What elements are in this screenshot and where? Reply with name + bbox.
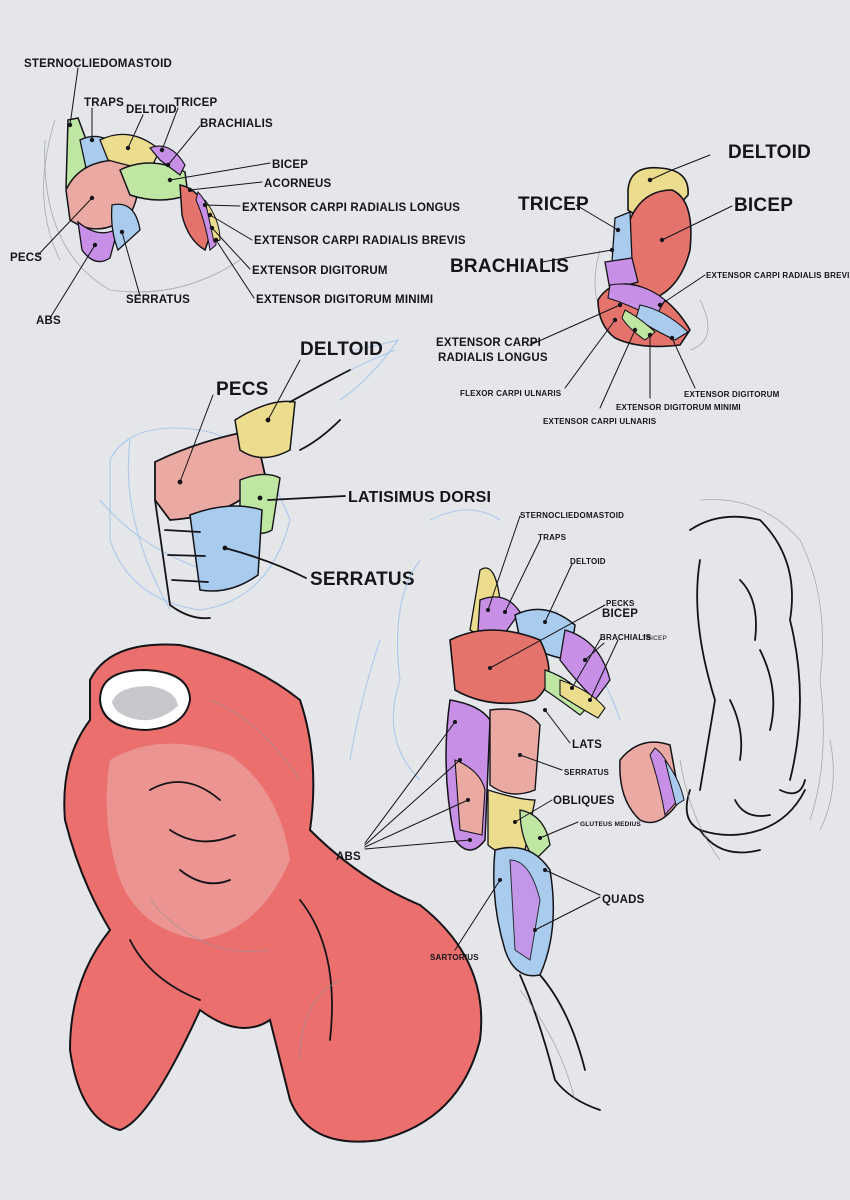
label-sternocliedomastoid: STERNOCLIEDOMASTOID bbox=[520, 511, 624, 520]
label-serratus: SERRATUS bbox=[310, 569, 415, 590]
label-deltoid: DELTOID bbox=[300, 339, 383, 360]
figure-full-body: STERNOCLIEDOMASTOID TRAPS DELTOID PECKS … bbox=[336, 509, 667, 1111]
label-ext-digitorum-minimi: EXTENSOR DIGITORUM MINIMI bbox=[616, 403, 741, 412]
label-ecr-longus-2: RADIALIS LONGUS bbox=[438, 352, 548, 364]
deltoid-shape bbox=[99, 133, 161, 171]
label-ecr-longus-1: EXTENSOR CARPI bbox=[436, 337, 541, 349]
label-ext-carpi-ulnaris: EXTENSOR CARPI ULNARIS bbox=[543, 417, 657, 426]
label-bicep: BICEP bbox=[734, 195, 793, 216]
quads-inner bbox=[509, 859, 541, 961]
label-ecr-brevis: EXTENSOR CARPI RADIALIS BREVIS bbox=[706, 271, 850, 280]
label-serratus: SERRATUS bbox=[126, 294, 190, 306]
abs-shape bbox=[77, 220, 120, 263]
label-bicep: BICEP bbox=[602, 608, 638, 620]
gluteus-shape bbox=[519, 809, 551, 861]
figure-red-torso bbox=[63, 643, 483, 1143]
label-tricep: TRICEP bbox=[642, 635, 667, 642]
label-tricep: TRICEP bbox=[518, 194, 589, 215]
deltoid-shape bbox=[234, 400, 296, 459]
label-deltoid: DELTOID bbox=[570, 557, 606, 566]
neck-ring-inner bbox=[112, 686, 178, 721]
label-brachialis: BRACHIALIS bbox=[450, 256, 569, 277]
label-flexor-carpi-ulnaris: FLEXOR CARPI ULNARIS bbox=[460, 389, 562, 398]
forearm-green bbox=[621, 309, 656, 341]
label-tricep: TRICEP bbox=[174, 97, 217, 109]
small-arm-strip bbox=[649, 747, 679, 817]
label-quads: QUADS bbox=[602, 894, 645, 906]
figure-lineart-arm bbox=[619, 499, 834, 861]
label-ext-digitorum: EXTENSOR DIGITORUM bbox=[252, 265, 388, 277]
label-abs: ABS bbox=[336, 851, 361, 863]
label-sternocliedomastoid: STERNOCLIEDOMASTOID bbox=[24, 58, 172, 70]
label-serratus: SERRATUS bbox=[564, 768, 609, 777]
tricep-shape bbox=[611, 211, 633, 263]
serratus-shape bbox=[489, 708, 541, 795]
figure-side-torso: DELTOID PECS LATISIMUS DORSI SERRATUS bbox=[99, 339, 491, 620]
label-bicep: BICEP bbox=[272, 159, 308, 171]
figure-arm: DELTOID TRICEP BICEP BRACHIALIS EXTENSOR… bbox=[436, 142, 850, 426]
label-deltoid: DELTOID bbox=[126, 104, 177, 116]
label-brachialis: BRACHIALIS bbox=[600, 633, 652, 642]
label-traps: TRAPS bbox=[84, 97, 124, 109]
label-traps: TRAPS bbox=[538, 533, 567, 542]
label-sartorius: SARTORIUS bbox=[430, 953, 479, 962]
tricep-shape bbox=[149, 145, 186, 176]
ribcage-outline bbox=[154, 499, 211, 620]
label-ext-digitorum: EXTENSOR DIGITORUM bbox=[684, 390, 780, 399]
label-ecr-longus: EXTENSOR CARPI RADIALIS LONGUS bbox=[242, 202, 460, 214]
small-arm-strip-2 bbox=[664, 759, 685, 806]
abs-lower bbox=[454, 759, 486, 836]
forearm-shape bbox=[179, 184, 213, 252]
figure-shoulder-torso: STERNOCLIEDOMASTOID TRAPS DELTOID TRICEP… bbox=[10, 58, 466, 327]
upper-arm-outline bbox=[289, 369, 351, 451]
label-gluteus-medius: GLUTEUS MEDIUS bbox=[580, 821, 641, 828]
label-pecs: PECS bbox=[10, 252, 42, 264]
pecs-shape bbox=[449, 629, 550, 705]
serratus-shape bbox=[110, 203, 141, 252]
label-pecs: PECS bbox=[216, 379, 269, 400]
label-pecks: PECKS bbox=[606, 599, 635, 608]
label-ext-digitorum-minimi: EXTENSOR DIGITORUM MINIMI bbox=[256, 294, 433, 306]
label-lats: LATS bbox=[572, 739, 602, 751]
label-latisimus-dorsi: LATISIMUS DORSI bbox=[348, 489, 491, 506]
label-ecr-brevis: EXTENSOR CARPI RADIALIS BREVIS bbox=[254, 235, 466, 247]
label-abs: ABS bbox=[36, 315, 61, 327]
label-brachialis: BRACHIALIS bbox=[200, 118, 273, 130]
label-acorneus: ACORNEUS bbox=[264, 178, 332, 190]
label-obliques: OBLIQUES bbox=[553, 795, 615, 807]
bicep-shape bbox=[119, 162, 189, 201]
label-deltoid: DELTOID bbox=[728, 142, 811, 163]
brachialis-shape bbox=[604, 257, 639, 291]
